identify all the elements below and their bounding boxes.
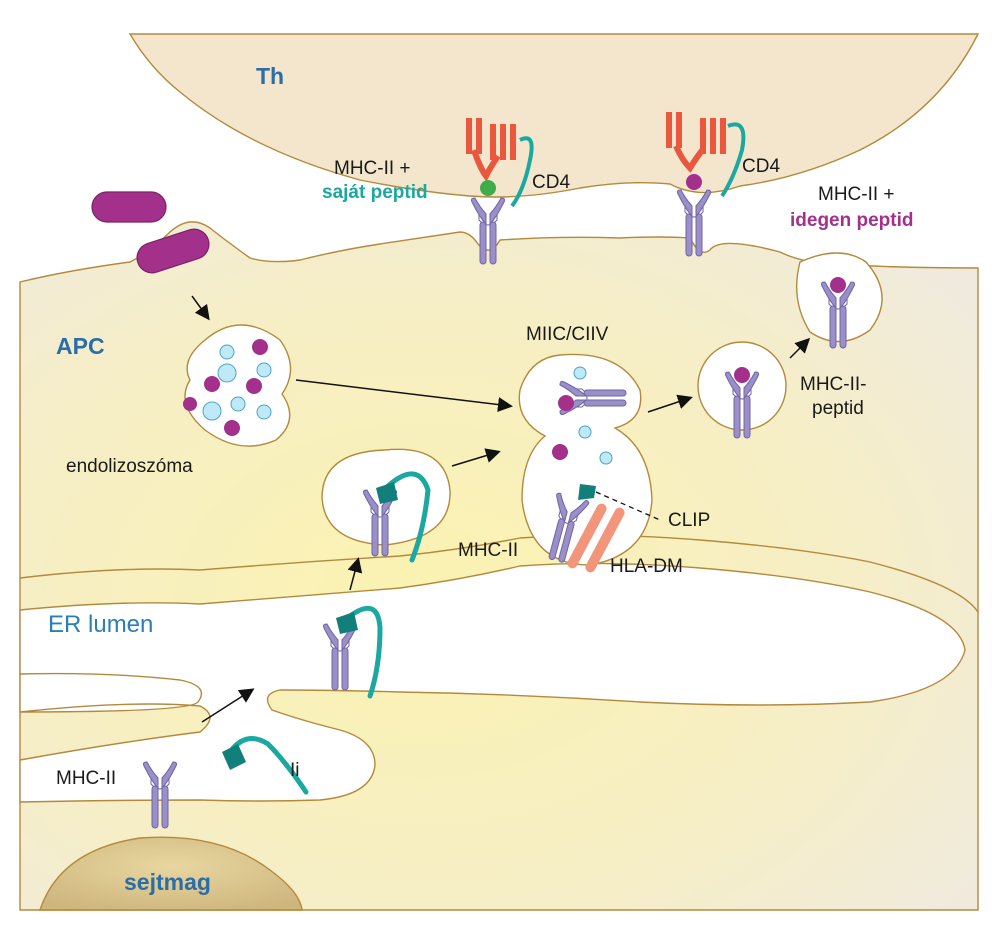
endolysosome-label: endolizoszóma [66,456,193,477]
bacterium [136,228,210,274]
mhc-peptide-vesicle [697,341,787,431]
foreign-peptide [734,367,750,383]
clip-fragment [578,484,596,500]
tcr-right [666,112,726,173]
mhc-ii-vesicle-label: MHC-II [458,540,518,561]
mhc-peptide-label-2: peptid [812,398,864,419]
foreign-peptide [558,395,574,411]
clip-region-er [336,612,358,634]
miic-label: MIIC/CIIV [526,324,609,345]
er-membrane-upper [19,534,979,613]
clip-label: CLIP [668,510,710,531]
cd4-left [510,136,534,208]
cd4-right-label: CD4 [742,156,780,177]
mhc-peptide-label-1: MHC-II- [800,374,866,395]
mhc-self-label-1: MHC-II + [334,158,411,179]
invariant-chain-free [227,736,309,795]
mhc-ii-er-label: MHC-II [56,768,116,789]
th-cell [128,33,980,198]
invariant-chain-er [347,605,383,699]
hla-dm-label: HLA-DM [610,556,683,577]
bacterium [91,191,167,223]
mhc-self-label-2: saját peptid [322,182,428,203]
th-label: Th [256,63,284,89]
invariant-chain [385,471,431,563]
ii-clip-end [222,744,246,770]
endolysosome-contents [183,339,272,436]
mhc-foreign-label-2: idegen peptid [790,210,914,231]
cd4-left-label: CD4 [532,172,570,193]
clip-region [376,482,398,504]
cd4-right [720,122,746,198]
foreign-peptide-surface [686,174,702,190]
tcr-left [466,118,516,182]
er-lumen-label: ER lumen [48,611,153,638]
self-peptide [480,180,496,196]
ii-label: Ii [290,760,300,781]
nucleus [39,836,303,911]
fusing-vesicle [795,252,883,343]
clip-pointer [595,491,661,521]
er-lumen [19,562,966,803]
mhc-foreign-label-1: MHC-II + [818,184,895,205]
apc-label: APC [56,333,105,359]
hla-dm [567,503,625,573]
pathway-arrows [191,295,811,723]
nucleus-label: sejtmag [124,869,211,895]
